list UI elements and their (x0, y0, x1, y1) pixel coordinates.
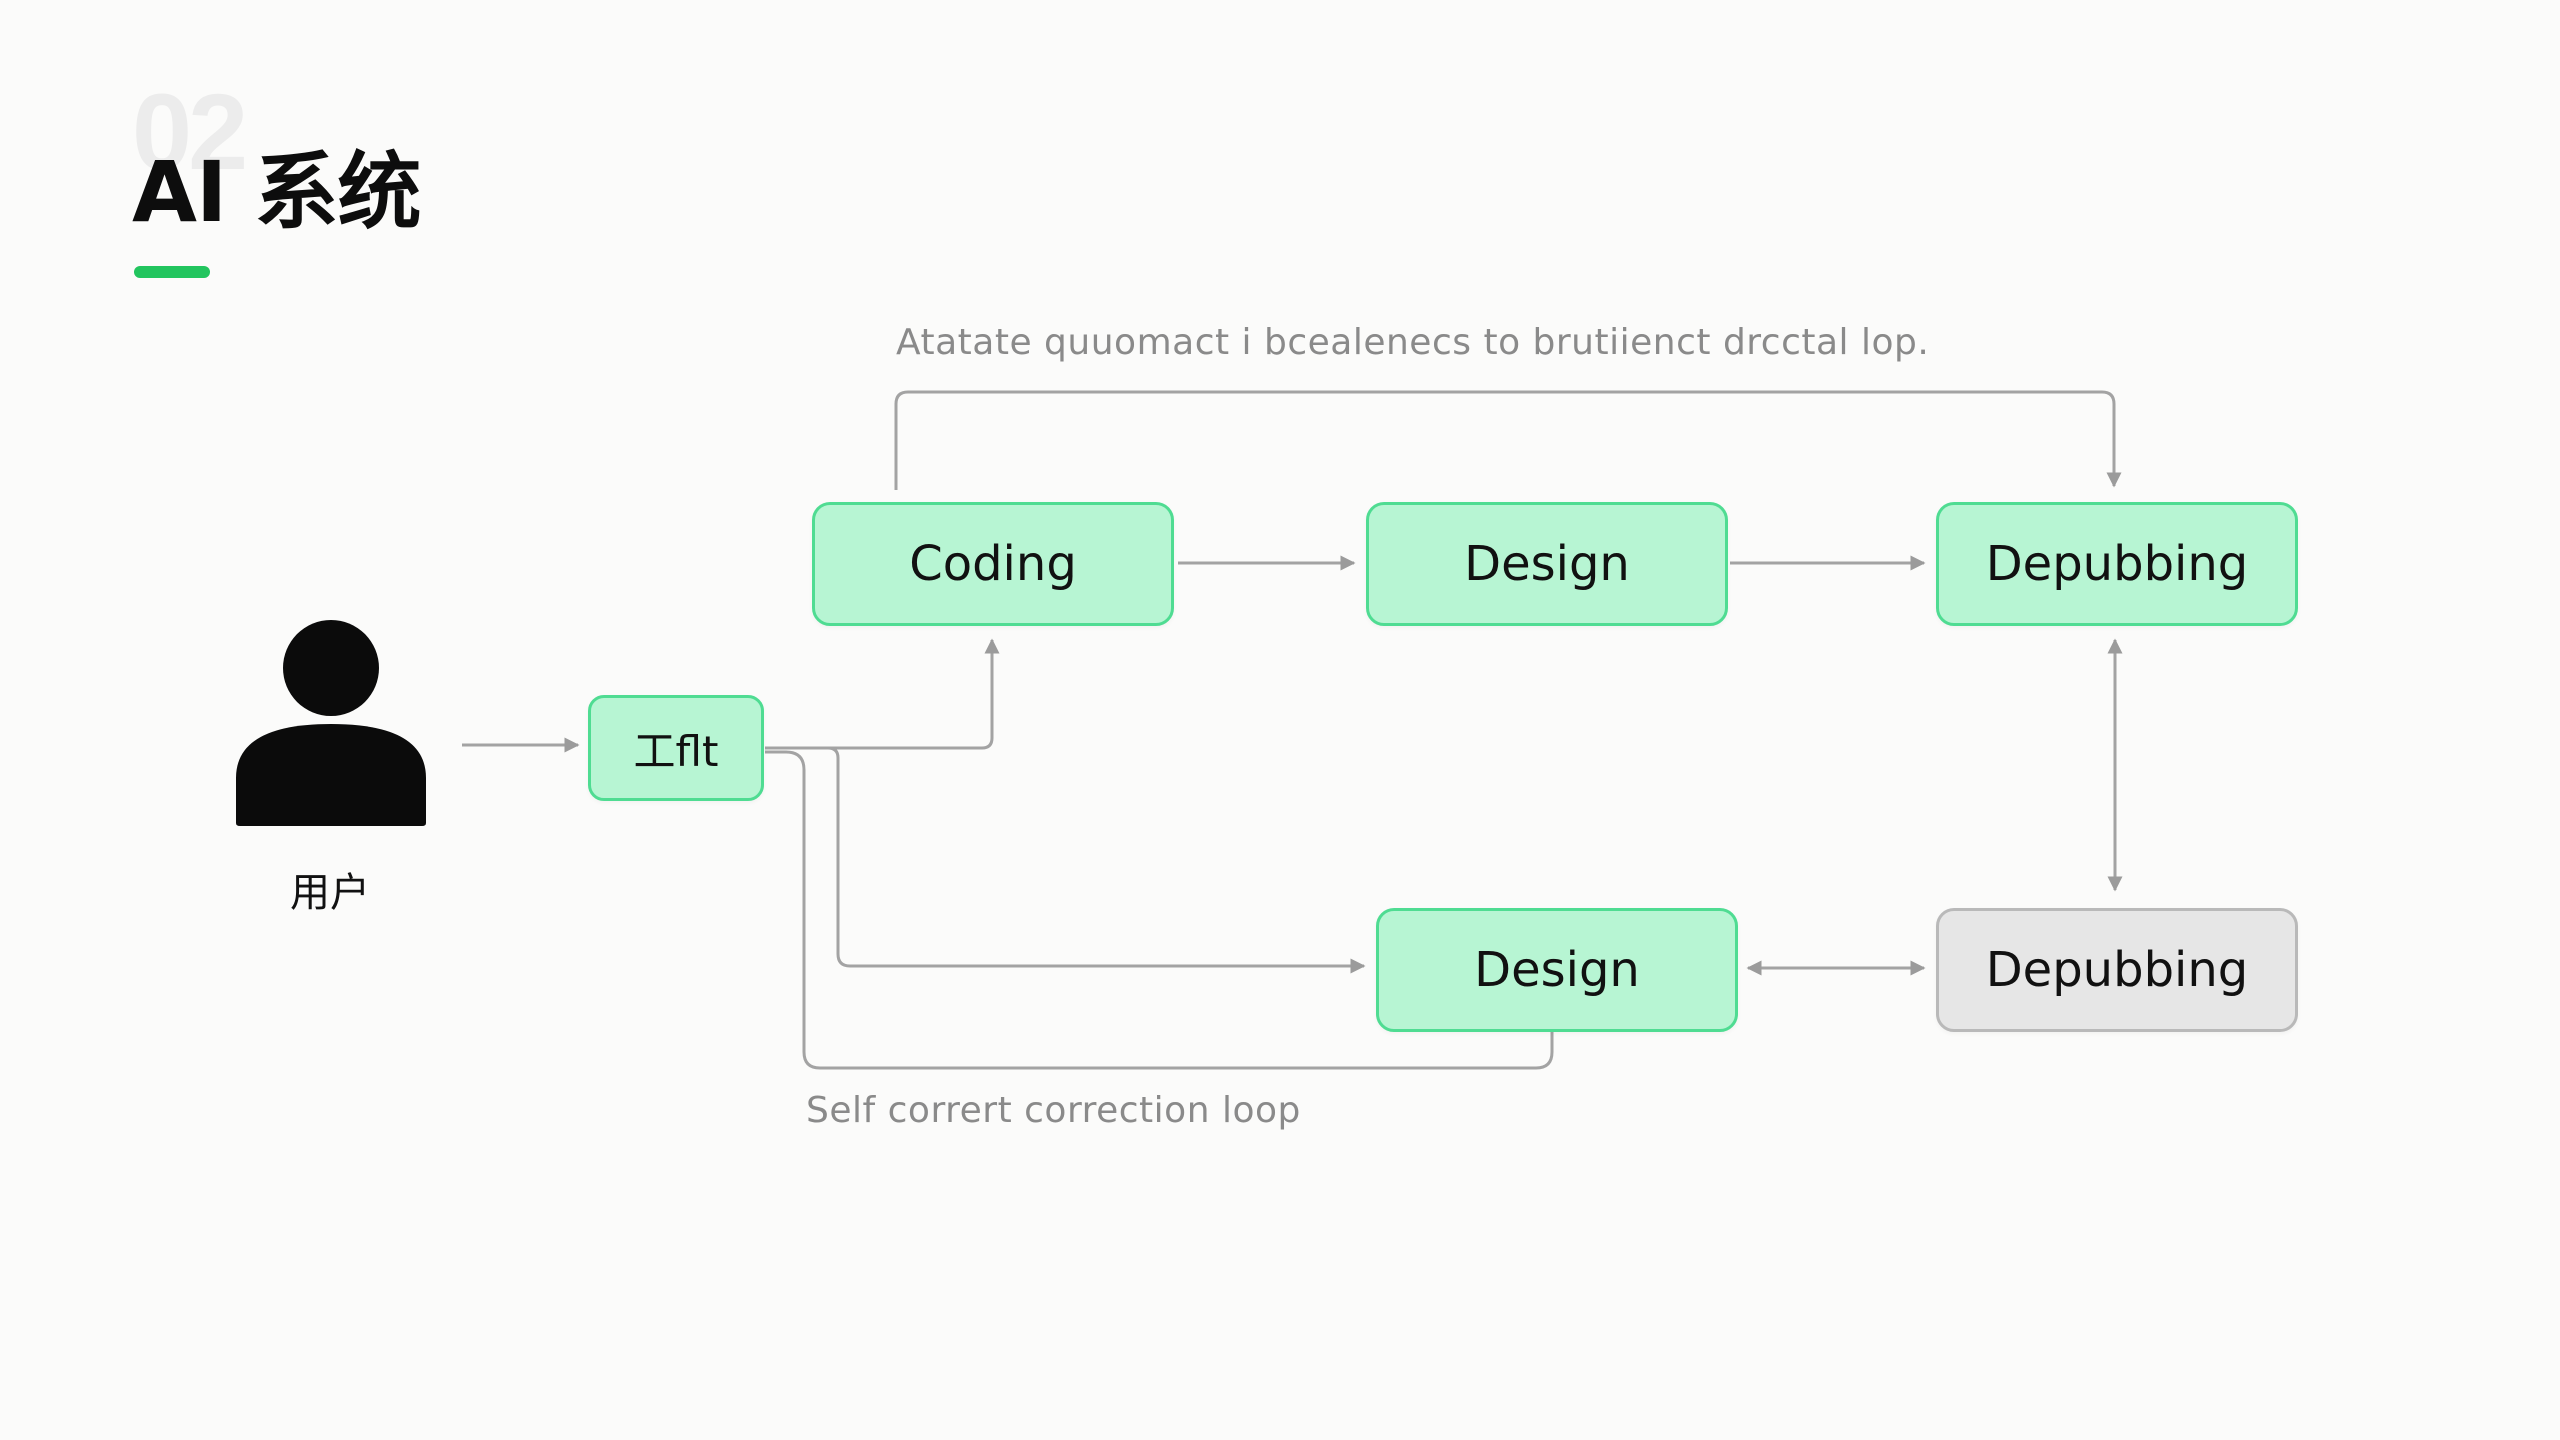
title-underline (134, 266, 210, 278)
node-debugging-bottom[interactable]: Depubbing (1936, 908, 2298, 1032)
top-loop-caption: Atatate quuomact i bcealenecs to brutiie… (896, 322, 1930, 363)
arrow-top-loop (894, 390, 2122, 490)
self-correction-caption: Self corrert correction loop (806, 1090, 1301, 1131)
node-coding[interactable]: Coding (812, 502, 1174, 626)
user-label: 用户 (290, 870, 370, 916)
person-icon (236, 620, 426, 826)
node-design-bottom[interactable]: Design (1376, 908, 1738, 1032)
self-correction-loop (765, 750, 1554, 1070)
node-design-top[interactable]: Design (1366, 502, 1728, 626)
node-debugging-top[interactable]: Depubbing (1936, 502, 2298, 626)
node-work[interactable]: 工flt (588, 695, 764, 801)
arrow-work-to-coding (765, 638, 1000, 750)
arrow-work-to-design-bottom (765, 746, 1366, 974)
page-title: AI 系统 (132, 143, 422, 241)
section-number: 02 (132, 71, 248, 192)
